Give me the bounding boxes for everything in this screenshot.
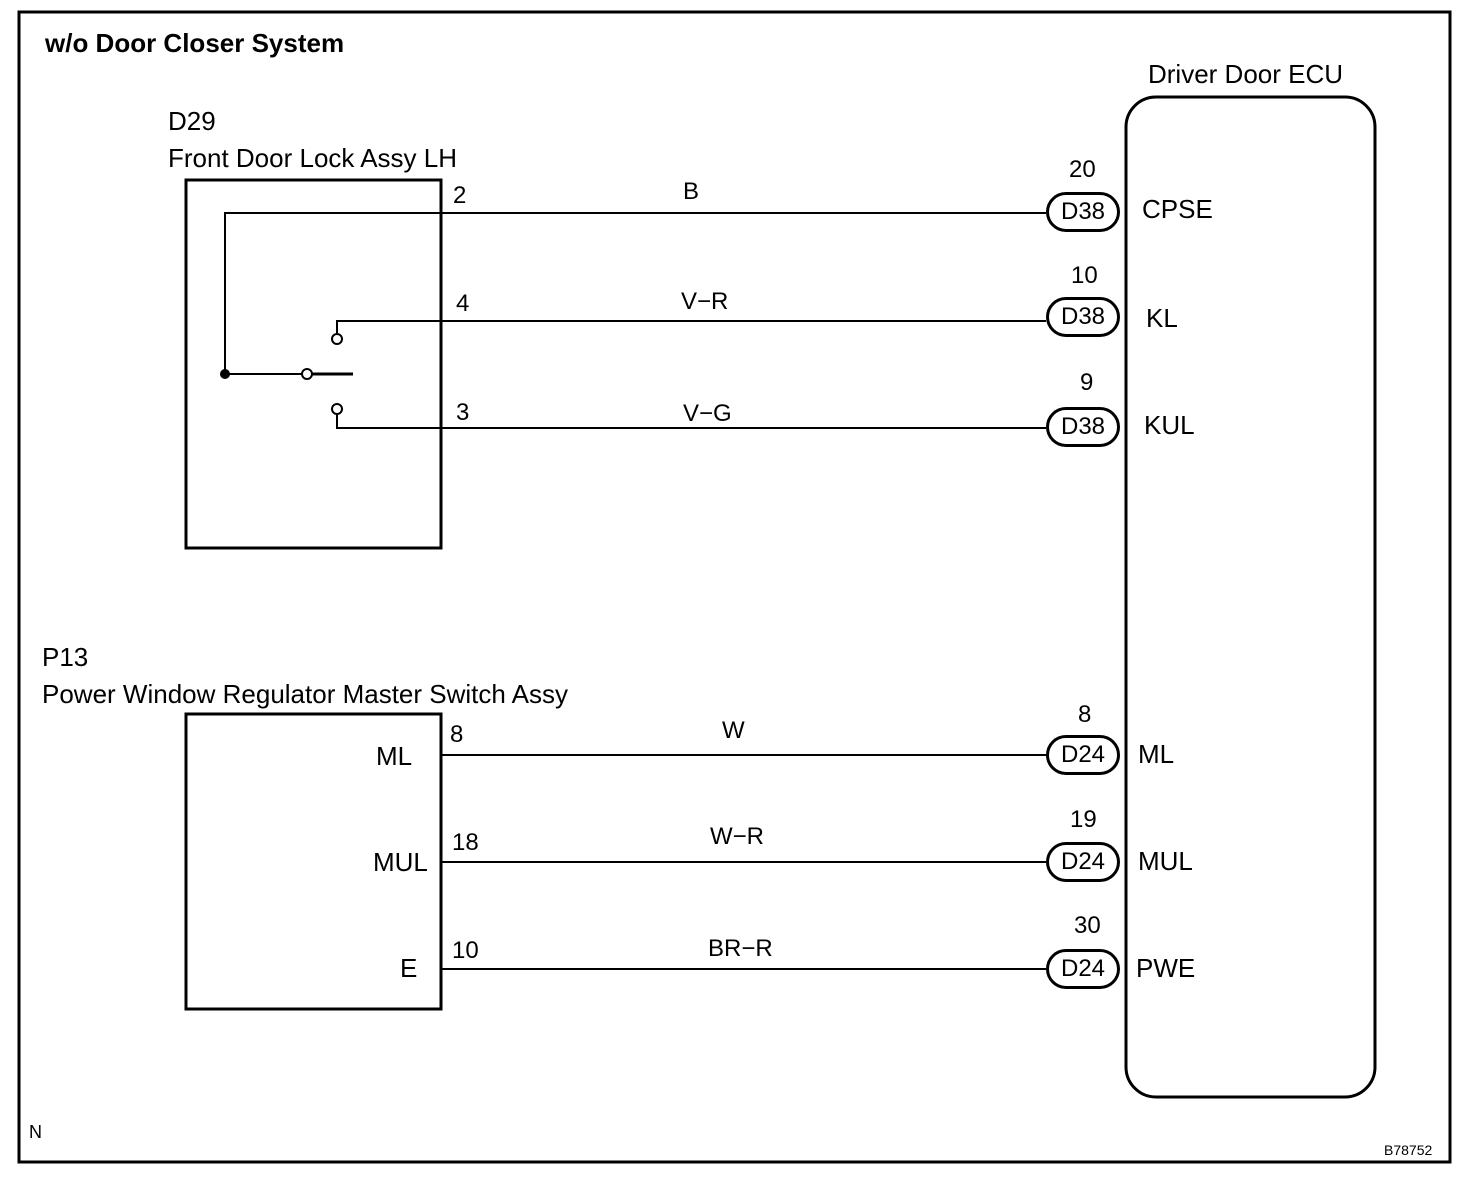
- switch-pin-18: 18: [452, 829, 479, 856]
- ecu-pin-19: 19: [1070, 806, 1097, 833]
- lock-assy-code: D29: [168, 106, 216, 136]
- connector-d38-cpse: D38: [1046, 192, 1120, 232]
- connector-d38-kul: D38: [1046, 407, 1120, 447]
- switch-terminal-e: E: [400, 953, 418, 983]
- master-switch-code: P13: [42, 642, 89, 672]
- wire-color-w-r: W−R: [710, 823, 764, 850]
- ecu-terminal-mul: MUL: [1138, 846, 1193, 876]
- master-switch-name: Power Window Regulator Master Switch Ass…: [42, 679, 568, 709]
- figure-id: B78752: [1384, 1142, 1433, 1158]
- ecu-pin-8: 8: [1078, 701, 1092, 728]
- lock-pin-3: 3: [456, 399, 470, 426]
- connector-d24-pwe: D24: [1046, 949, 1120, 989]
- switch-pin-8: 8: [450, 721, 464, 748]
- connector-d38-kl: D38: [1046, 297, 1120, 337]
- ecu-pin-20: 20: [1069, 156, 1096, 183]
- lock-pin-2: 2: [453, 182, 467, 209]
- footer-mark: N: [29, 1122, 42, 1142]
- switch-terminal-mul: MUL: [373, 847, 428, 877]
- lock-assy-name: Front Door Lock Assy LH: [168, 143, 457, 173]
- lock-pin-4: 4: [456, 290, 470, 317]
- ecu-body: [1124, 95, 1377, 1099]
- switch-pin-10: 10: [452, 937, 479, 964]
- ecu-terminal-kl: KL: [1146, 303, 1178, 333]
- ecu-name: Driver Door ECU: [1148, 59, 1344, 89]
- ecu-pin-10: 10: [1071, 262, 1098, 289]
- wire-color-w: W: [722, 717, 745, 744]
- ecu-pin-9: 9: [1080, 369, 1094, 396]
- lock-switch: [220, 212, 441, 429]
- lock-assy-box: [184, 178, 443, 550]
- wire-color-b: B: [683, 178, 700, 205]
- diagram-title: w/o Door Closer System: [45, 28, 345, 58]
- switch-terminal-ml: ML: [376, 741, 413, 771]
- diagram-frame: [17, 10, 1452, 1164]
- ecu-terminal-kul: KUL: [1144, 410, 1195, 440]
- ecu-terminal-pwe: PWE: [1136, 953, 1196, 983]
- ecu-terminal-ml: ML: [1138, 739, 1175, 769]
- wire-color-v-g: V−G: [683, 400, 732, 427]
- wire-color-v-r: V−R: [681, 288, 729, 315]
- wire-color-br-r: BR−R: [708, 935, 773, 962]
- connector-d24-ml: D24: [1046, 735, 1120, 775]
- ecu-pin-30: 30: [1074, 912, 1101, 939]
- connector-d24-mul: D24: [1046, 842, 1120, 882]
- ecu-terminal-cpse: CPSE: [1142, 194, 1213, 224]
